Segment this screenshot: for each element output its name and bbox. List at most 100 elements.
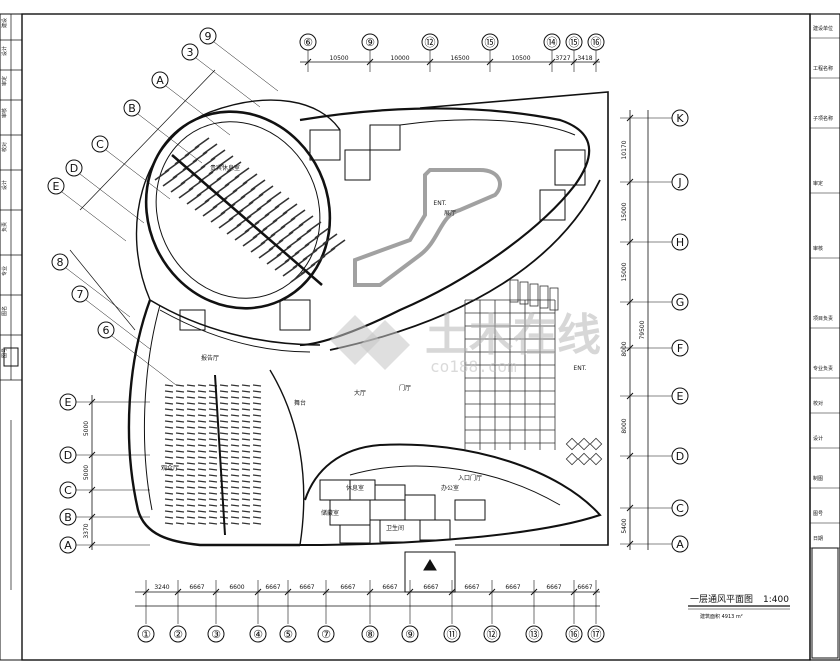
left-grid-bubble-label: E	[65, 396, 72, 409]
left-grid-bubble: C	[59, 481, 77, 499]
bottom-grid-bubble-label: ⑨	[405, 628, 415, 641]
room-label: 门厅	[399, 384, 411, 392]
right-grid-bubble: G	[671, 293, 689, 311]
diagonal-grid-bubble-label: 3	[187, 46, 194, 59]
right-dim-text: 10170	[621, 140, 628, 159]
titleblock-row-label: 子项名称	[813, 115, 833, 122]
right-grid-bubble: D	[671, 447, 689, 465]
right-grid-bubble: K	[671, 109, 689, 127]
diagonal-grid-bubble-label: E	[53, 180, 60, 193]
right-grid-bubble-label: A	[676, 538, 684, 551]
top-grid-bubble: ⑥	[299, 33, 317, 51]
right-grid-bubble-label: G	[676, 296, 685, 309]
room-label: 展厅	[444, 210, 456, 217]
diagonal-grid-bubble: B	[123, 99, 141, 117]
diagonal-grid-bubble-label: 8	[57, 256, 64, 269]
bottom-dim-text: 6667	[423, 584, 438, 591]
left-grid-bubble: D	[59, 446, 77, 464]
diagonal-grid-bubble-label: D	[70, 162, 78, 175]
room-labels: 贵宾休息室报告厅展厅观众厅大厅入口门厅门厅舞台休息室办公室储藏室卫生间ENT.E…	[161, 164, 587, 532]
diagonal-grid-bubble: 6	[97, 321, 115, 339]
diagonal-grid-bubble: C	[91, 135, 109, 153]
left-strip-label: 专业	[1, 266, 8, 276]
watermark: 土木在线 co188.com	[330, 310, 601, 376]
drawing-scale: 1:400	[763, 595, 789, 605]
top-dim-text: 3727	[555, 55, 570, 62]
titleblock-row-label: 审定	[813, 180, 823, 187]
bottom-dim-text: 6667	[546, 584, 561, 591]
left-strip-label: 设计	[1, 180, 8, 190]
titleblock-row-label: 图号	[813, 511, 823, 517]
room-label: ENT.	[573, 365, 586, 372]
bottom-grid-bubble-label: ⑫	[487, 628, 498, 641]
room-label: 报告厅	[201, 354, 219, 362]
left-dim-text: 3370	[83, 523, 90, 538]
top-dim-text: 16500	[450, 55, 469, 62]
bottom-grid-bubble: ⑤	[279, 625, 297, 643]
bottom-grid-bubble: ⑫	[483, 625, 501, 643]
bottom-grid-bubble: ①	[137, 625, 155, 643]
right-dim-text: 15000	[621, 262, 628, 281]
titleblock-row-label: 专业负责	[813, 365, 833, 372]
right-grid-bubble: H	[671, 233, 689, 251]
top-grid-bubble: ⑫	[421, 33, 439, 51]
top-grid-bubble-label: ⑮	[485, 36, 496, 49]
left-grid-bubble-label: A	[64, 539, 72, 552]
bottom-grid-bubble-label: ④	[253, 628, 263, 641]
diagonal-grid-bubble-label: 6	[103, 324, 110, 337]
titleblock-row-label: 项目负责	[813, 315, 833, 322]
diagonal-grid-bubble-label: 9	[205, 30, 212, 43]
drawing-title-block: 一层通风平面图 1:400 建筑面积 4913 m²	[688, 594, 790, 620]
top-grid-bubble-label: ⑮	[569, 36, 580, 49]
titleblock-row-label: 设计	[813, 435, 823, 442]
right-grid-bubble-label: F	[677, 342, 683, 355]
right-dim-text: 8000	[621, 418, 628, 433]
bottom-dim-text: 6667	[340, 584, 355, 591]
bottom-grid-bubble: ⑧	[361, 625, 379, 643]
bottom-dim-text: 6667	[577, 584, 592, 591]
right-total-dim: 79500	[639, 320, 646, 339]
oval-seating	[154, 137, 346, 286]
right-dim-text: 15000	[621, 202, 628, 221]
top-grid-bubble-label: ⑯	[591, 36, 602, 49]
bottom-grid-bubble-label: ⑦	[321, 628, 331, 641]
bottom-dim-text: 6667	[464, 584, 479, 591]
diagonal-grid-bubble: 8	[51, 253, 69, 271]
right-grid-bubble-label: H	[676, 236, 684, 249]
left-grid-bubble: A	[59, 536, 77, 554]
bottom-grid-bubble: ②	[169, 625, 187, 643]
room-label: ENT.	[433, 200, 446, 207]
top-grid-bubble-label: ⑥	[303, 36, 313, 49]
right-grid-bubble: F	[671, 339, 689, 357]
left-grid-bubble: B	[59, 508, 77, 526]
watermark-text: 土木在线	[425, 310, 601, 361]
left-strip-label: 审定	[1, 76, 8, 86]
titleblock-row-label: 校对	[813, 400, 823, 407]
left-strip-label: 负责	[1, 222, 8, 232]
room-label: 观众厅	[161, 465, 179, 472]
bottom-grid-bubble: ⑨	[401, 625, 419, 643]
room-label: 入口门厅	[458, 474, 482, 482]
bottom-dim-text: 6667	[189, 584, 204, 591]
bottom-grid-bubble-label: ①	[141, 628, 151, 641]
diagonal-grid-bubble-label: A	[156, 74, 164, 87]
bottom-grid-bubble-label: ⑬	[529, 628, 540, 641]
right-dim-text: 8000	[621, 341, 628, 356]
bottom-grid-bubble-label: ⑰	[591, 628, 602, 641]
room-label: 贵宾休息室	[210, 164, 240, 172]
bottom-grid-bubble: ⑦	[317, 625, 335, 643]
bottom-grid-bubble-label: ⑪	[447, 628, 458, 641]
bottom-dim-text: 3240	[154, 584, 169, 591]
top-grid-bubble: ⑮	[565, 33, 583, 51]
top-dim-text: 10500	[329, 55, 348, 62]
left-strip-label: 建设	[1, 18, 8, 28]
service-rooms	[179, 124, 586, 544]
left-strip-label: 图号	[2, 348, 8, 358]
left-strip-label: 校对	[1, 142, 8, 152]
left-dim-text: 5000	[83, 421, 90, 436]
